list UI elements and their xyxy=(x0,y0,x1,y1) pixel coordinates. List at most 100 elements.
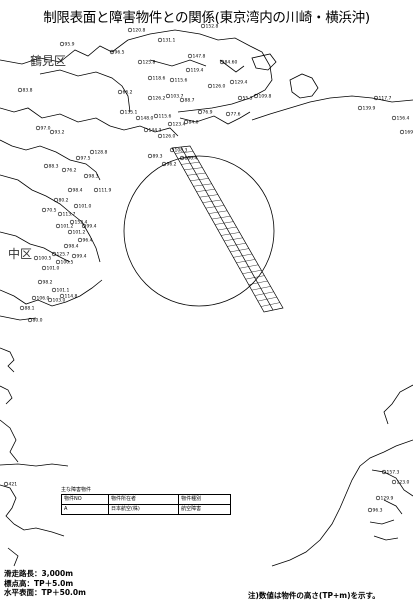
obstacle-point xyxy=(64,244,68,248)
obstacle-point xyxy=(118,90,122,94)
obstacle-marker: 126.0 xyxy=(158,134,175,140)
obstacle-point xyxy=(20,306,24,310)
obstacle-marker: 152.8 xyxy=(201,24,218,30)
obstacle-height-label: 97.0 xyxy=(41,126,51,132)
obstacle-marker: 125.8 xyxy=(138,60,155,66)
obstacle-marker: 111.9 xyxy=(94,188,111,194)
obstacle-point xyxy=(238,96,242,100)
obstacle-height-label: 103.7 xyxy=(171,94,184,100)
obstacle-point xyxy=(58,212,62,216)
obstacle-marker: 108.3 xyxy=(170,148,187,154)
obstacle-height-label: 84.0 xyxy=(189,120,199,126)
obstacle-height-label: 70.5 xyxy=(47,208,57,214)
obstacle-height-label: 76.9 xyxy=(203,110,213,116)
obstacle-height-label: 77.6 xyxy=(231,112,241,118)
obstacle-height-label: 88.7 xyxy=(185,98,195,104)
obstacle-height-label: 101.2 xyxy=(73,230,86,236)
obstacle-point xyxy=(72,254,76,258)
obstacle-height-label: 93.2 xyxy=(55,130,65,136)
obstacle-point xyxy=(188,54,192,58)
place-label-tsurumi: 鶴見区 xyxy=(30,52,66,69)
obstacle-height-label: 117.7 xyxy=(379,96,392,102)
obstacle-point xyxy=(374,96,378,100)
obstacle-marker: 66.2 xyxy=(118,90,132,96)
obstacle-point xyxy=(74,204,78,208)
obstacle-point xyxy=(52,288,56,292)
obstacle-height-label: 114.8 xyxy=(65,294,78,300)
obstacle-height-label: 96.2 xyxy=(167,162,177,168)
obstacle-height-label: 147.8 xyxy=(193,54,206,60)
obstacle-marker: 120.8 xyxy=(128,28,145,34)
obstacle-marker: 98.4 xyxy=(68,188,82,194)
obstacle-marker: 84.0 xyxy=(184,120,198,126)
obstacle-marker: 88.1 xyxy=(20,306,34,312)
obstacle-point xyxy=(50,130,54,134)
obstacle-marker: 70.5 xyxy=(42,208,56,214)
obstacle-height-label: 109.8 xyxy=(259,94,272,100)
obstacle-point xyxy=(392,116,396,120)
obstacle-height-label: 96.5 xyxy=(115,50,125,56)
obstacle-point xyxy=(4,482,8,486)
obstacle-marker: 115.6 xyxy=(154,114,171,120)
obstacle-point xyxy=(62,168,66,172)
obstacle-marker: 106.0 xyxy=(32,296,49,302)
obstacle-height-label: 152.8 xyxy=(206,24,219,30)
obstacle-height-label: 169.1 xyxy=(405,130,413,136)
obstacle-height-label: 100.5 xyxy=(39,256,52,262)
obstacle-height-label: 98.4 xyxy=(69,244,79,250)
spec-runway-length: 滑走路長：3,000m xyxy=(4,569,86,579)
legend-cell-owner: 日本航空(株) xyxy=(108,505,178,515)
obstacle-marker: 96.5 xyxy=(110,50,124,56)
obstacle-height-label: 88.3 xyxy=(49,164,59,170)
obstacle-point xyxy=(42,266,46,270)
obstacle-marker: 101.2 xyxy=(68,230,85,236)
obstacle-height-label: 113.7 xyxy=(63,212,76,218)
obstacle-marker: 97.5 xyxy=(76,156,90,162)
obstacle-marker: 80.0 xyxy=(28,318,42,324)
obstacle-marker: 88.7 xyxy=(180,98,194,104)
obstacle-marker: 113.7 xyxy=(58,212,75,218)
obstacle-marker: 115.6 xyxy=(170,78,187,84)
obstacle-height-label: 101.1 xyxy=(57,288,70,294)
obstacle-point xyxy=(392,480,396,484)
obstacle-height-label: 101.0 xyxy=(47,266,60,272)
obstacle-marker: 135.1 xyxy=(120,110,137,116)
obstacle-marker: 123.4 xyxy=(168,122,185,128)
obstacle-marker: 88.3 xyxy=(44,164,58,170)
runway-specs: 滑走路長：3,000m 標点高：TP＋5.0m 水平表面：TP＋50.0m xyxy=(4,569,86,598)
obstacle-height-label: 76.2 xyxy=(67,168,77,174)
obstacle-height-label: 123.4 xyxy=(173,122,186,128)
spec-reference-elevation: 標点高：TP＋5.0m xyxy=(4,579,86,589)
obstacle-height-label: 115.6 xyxy=(175,78,188,84)
obstacle-point xyxy=(170,78,174,82)
obstacle-point xyxy=(198,110,202,114)
obstacle-point xyxy=(32,296,36,300)
obstacle-point xyxy=(136,116,140,120)
obstacle-height-label: 80.0 xyxy=(33,318,43,324)
obstacle-marker: 83.8 xyxy=(18,88,32,94)
obstacle-height-label: 126.0 xyxy=(213,84,226,90)
obstacle-height-label: 66.2 xyxy=(123,90,133,96)
obstacle-height-label: 89.3 xyxy=(153,154,163,160)
obstacle-marker: 80.2 xyxy=(54,198,68,204)
obstacle-height-label: 100.4 xyxy=(185,156,198,162)
obstacle-marker: 95.9 xyxy=(60,42,74,48)
obstacle-marker: 148.0 xyxy=(136,116,153,122)
obstacle-point xyxy=(158,38,162,42)
obstacle-point xyxy=(376,496,380,500)
obstacle-marker: 119.4 xyxy=(186,68,203,74)
obstacle-marker: 101.2 xyxy=(56,224,73,230)
obstacle-height-label: 99.4 xyxy=(87,224,97,230)
obstacle-height-label: 126.0 xyxy=(163,134,176,140)
obstacle-height-label: 111.9 xyxy=(99,188,112,194)
obstacle-height-label: 129.9 xyxy=(381,496,394,502)
obstacle-height-label: 126.2 xyxy=(153,96,166,102)
obstacle-point xyxy=(18,88,22,92)
place-label-naka: 中区 xyxy=(8,245,32,262)
obstacle-point xyxy=(120,110,124,114)
obstacle-height-label: 99.4 xyxy=(77,254,87,260)
obstacle-marker: 97.0 xyxy=(36,126,50,132)
obstacle-height-label: 123.0 xyxy=(397,480,410,486)
obstacle-marker: 126.0 xyxy=(208,84,225,90)
